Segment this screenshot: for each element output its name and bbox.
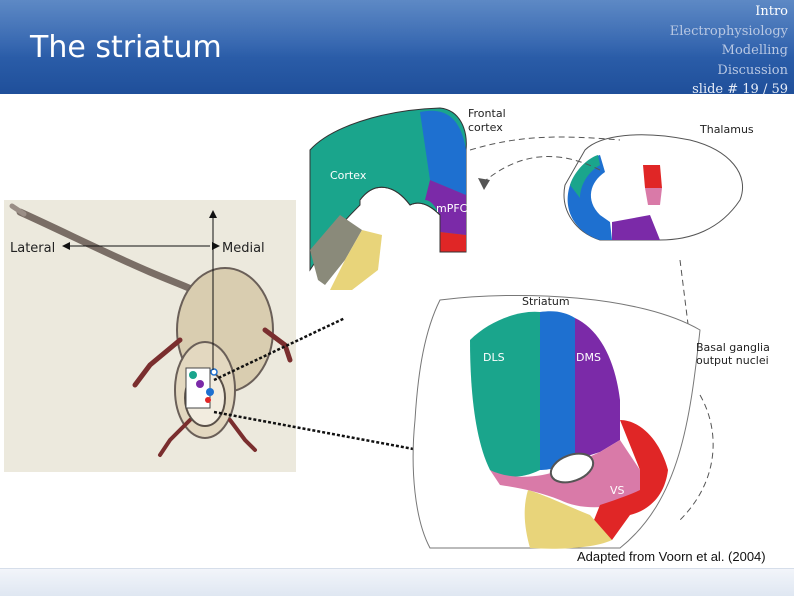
vs-label: VS — [610, 484, 625, 497]
medial-label: Medial — [222, 241, 265, 256]
frontal-label-1: Frontal — [468, 107, 506, 120]
bg-output-label-2: output nuclei — [696, 354, 769, 367]
figure-credit: Adapted from Voorn et al. (2004) — [577, 549, 766, 564]
arrow-head-cortex — [478, 178, 490, 190]
dms-label: DMS — [576, 351, 601, 364]
frontal-cortex-section — [310, 108, 466, 290]
cortex-label: Cortex — [330, 169, 367, 182]
slide-footer — [0, 568, 794, 596]
thalamus-label: Thalamus — [699, 123, 754, 136]
striatum-label: Striatum — [522, 295, 570, 308]
striatum-section — [413, 295, 700, 548]
bg-output-label-1: Basal ganglia — [696, 341, 770, 354]
lateral-label: Lateral — [10, 241, 55, 256]
thalamus-section — [564, 135, 743, 240]
dls-label: DLS — [483, 351, 505, 364]
mpfc-label: mPFC — [436, 202, 468, 215]
frontal-label-2: cortex — [468, 121, 503, 134]
